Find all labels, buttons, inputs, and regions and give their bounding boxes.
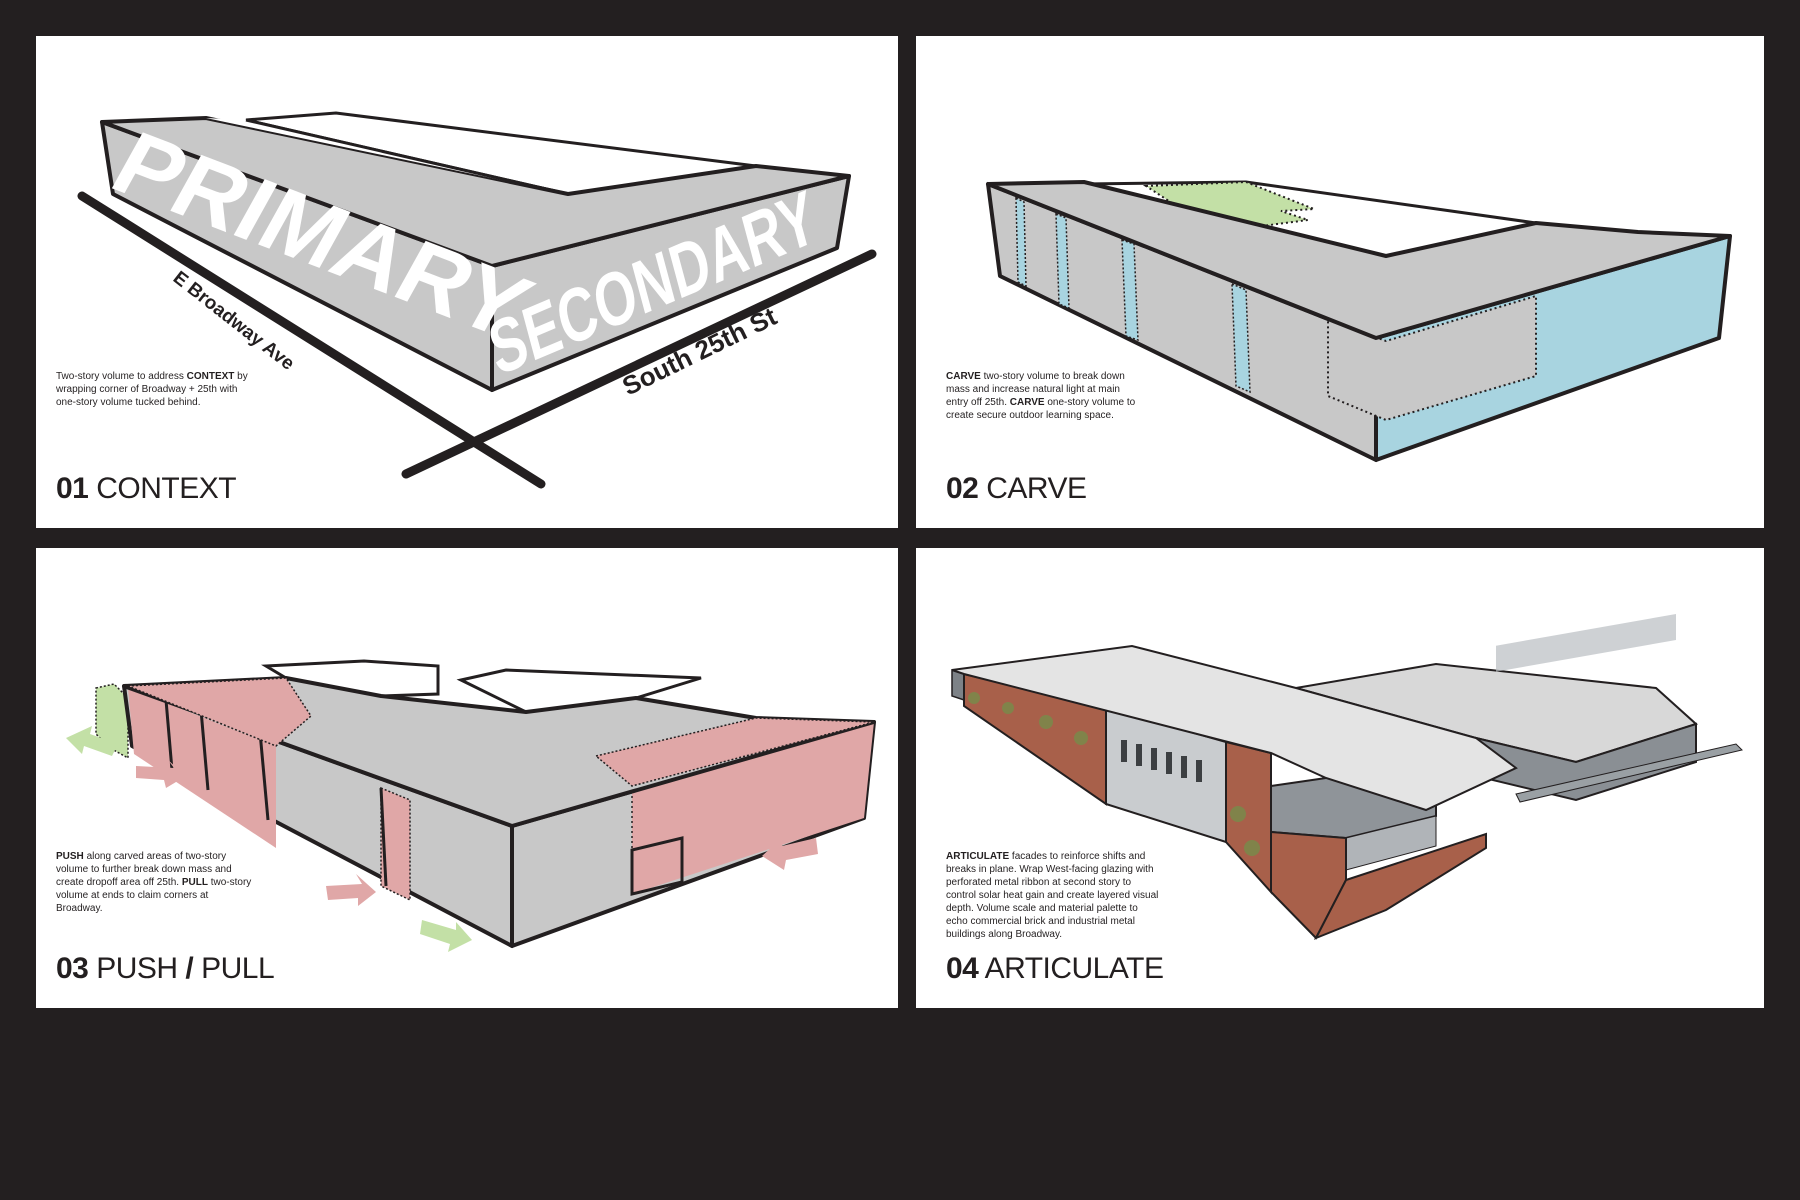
carve-description: CARVE two-story volume to break down mas…: [946, 371, 1136, 421]
carve-slot: [1231, 282, 1251, 394]
street-line-broadway: [77, 191, 546, 489]
canopy: [1515, 743, 1743, 803]
articulate-title: 04 ARTICULATE: [946, 952, 1164, 985]
panel-context: PRIMARY SECONDARY E Broadway Ave South 2…: [36, 36, 898, 528]
pushed-dropoff-zone: [632, 722, 874, 894]
panel-carve: CARVE two-story volume to break down mas…: [916, 36, 1764, 528]
north-end-volume: [951, 668, 965, 702]
carve-slot: [1015, 196, 1027, 288]
panel-push-pull: PUSH along carved areas of two-story vol…: [36, 548, 898, 1008]
push-pull-description: PUSH along carved areas of two-story vol…: [56, 851, 252, 914]
outdoor-learning-space: [1142, 180, 1315, 234]
carve-slot: [1055, 212, 1070, 310]
main-roof: [951, 644, 1518, 812]
context-description: Two-story volume to address CONTEXT by w…: [56, 371, 248, 408]
context-massing-diagram: PRIMARY SECONDARY E Broadway Ave South 2…: [77, 111, 877, 489]
pull-arrow: [66, 726, 118, 756]
panel-articulate: ARTICULATE facades to reinforce shifts a…: [916, 548, 1764, 1008]
push-arrow: [762, 836, 818, 870]
two-story-roof: [122, 676, 876, 828]
carve-massing-diagram: [986, 180, 1732, 462]
articulate-description: ARTICULATE facades to reinforce shifts a…: [946, 851, 1159, 940]
pushed-zone: [380, 786, 411, 902]
push-arrow: [136, 760, 186, 788]
pull-arrow: [420, 920, 472, 952]
main-entry-carve: [1327, 294, 1537, 422]
carve-slot: [1121, 238, 1139, 342]
push-pull-massing-diagram: [66, 659, 876, 952]
street-trees: [968, 692, 1260, 856]
carve-title: 02 CARVE: [946, 472, 1087, 505]
street-line-25th: [401, 249, 877, 479]
push-pull-title: 03 PUSH / PULL: [56, 952, 275, 985]
articulate-building-rendering: [951, 613, 1743, 940]
push-arrow: [326, 874, 376, 906]
pushed-zone: [128, 688, 276, 848]
context-title: 01 CONTEXT: [56, 472, 237, 505]
one-story-volume: [456, 668, 702, 714]
